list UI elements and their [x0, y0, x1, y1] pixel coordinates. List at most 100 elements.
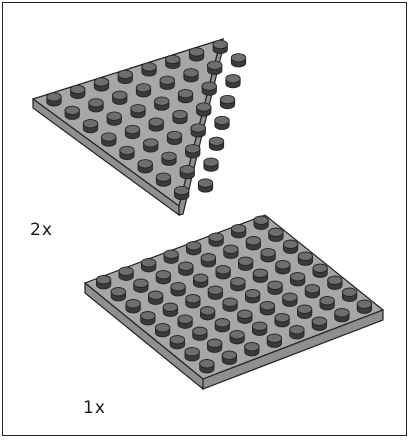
- stud: [167, 131, 181, 144]
- stud: [156, 271, 170, 284]
- stud: [89, 99, 103, 112]
- stud: [186, 242, 200, 255]
- stud: [245, 290, 259, 303]
- stud: [184, 69, 198, 82]
- stud: [260, 302, 274, 315]
- stud: [193, 327, 207, 340]
- stud: [204, 158, 218, 171]
- stud: [253, 269, 267, 282]
- stud: [208, 286, 222, 299]
- stud: [222, 351, 236, 364]
- stud: [320, 297, 334, 310]
- stud: [186, 145, 200, 158]
- stud: [312, 317, 326, 330]
- stud: [283, 293, 297, 306]
- stud: [342, 288, 356, 301]
- stud: [305, 285, 319, 298]
- stud: [267, 334, 281, 347]
- stud: [102, 133, 116, 146]
- stud: [200, 360, 214, 373]
- stud: [186, 295, 200, 308]
- stud: [298, 252, 312, 265]
- stud: [155, 324, 169, 337]
- stud: [131, 104, 145, 117]
- stud: [113, 91, 127, 104]
- stud: [226, 74, 240, 87]
- stud: [269, 228, 283, 241]
- stud: [261, 249, 275, 262]
- stud: [189, 48, 203, 61]
- square-plate-quantity: 1x: [83, 398, 106, 418]
- stud: [238, 257, 252, 270]
- stud: [149, 118, 163, 131]
- stud: [201, 254, 215, 267]
- stud: [245, 343, 259, 356]
- stud: [185, 348, 199, 361]
- stud: [155, 97, 169, 110]
- stud: [231, 278, 245, 291]
- stud: [213, 40, 227, 53]
- wedge-plate-quantity: 2x: [30, 220, 53, 240]
- stud: [180, 165, 194, 178]
- stud: [141, 312, 155, 325]
- stud: [238, 310, 252, 323]
- wedge-plate-part: [33, 39, 246, 215]
- stud: [313, 264, 327, 277]
- stud: [71, 85, 85, 98]
- stud: [193, 274, 207, 287]
- stud: [136, 84, 150, 97]
- stud: [164, 250, 178, 263]
- stud: [209, 233, 223, 246]
- stud: [173, 110, 187, 123]
- stud: [166, 55, 180, 68]
- stud: [209, 137, 223, 150]
- stud: [142, 63, 156, 76]
- stud: [224, 245, 238, 258]
- stud: [47, 93, 61, 106]
- stud: [200, 307, 214, 320]
- stud: [178, 89, 192, 102]
- stud: [357, 300, 371, 313]
- stud: [96, 276, 110, 289]
- stud: [148, 291, 162, 304]
- stud: [215, 319, 229, 332]
- stud: [160, 76, 174, 89]
- stud: [246, 237, 260, 250]
- stud: [202, 82, 216, 95]
- stud: [276, 261, 290, 274]
- stud: [231, 54, 245, 67]
- stud: [134, 279, 148, 292]
- stud: [163, 303, 177, 316]
- stud: [335, 309, 349, 322]
- stud: [275, 314, 289, 327]
- stud: [107, 112, 121, 125]
- stud: [268, 281, 282, 294]
- stud: [198, 179, 212, 192]
- stud: [179, 262, 193, 275]
- stud: [111, 288, 125, 301]
- stud: [207, 339, 221, 352]
- stud: [119, 267, 133, 280]
- stud: [328, 276, 342, 289]
- parts-illustration: [3, 3, 408, 437]
- stud: [144, 139, 158, 152]
- stud: [208, 61, 222, 74]
- stud: [197, 103, 211, 116]
- stud: [252, 322, 266, 335]
- stud: [223, 298, 237, 311]
- stud: [231, 225, 245, 238]
- stud: [120, 146, 134, 159]
- stud: [175, 186, 189, 199]
- stud: [215, 116, 229, 129]
- stud: [126, 300, 140, 313]
- stud: [216, 266, 230, 279]
- stud: [138, 160, 152, 173]
- stud: [230, 331, 244, 344]
- stud: [94, 78, 108, 91]
- stud: [65, 106, 79, 119]
- stud: [220, 95, 234, 108]
- parts-callout-frame: 2x 1x: [2, 2, 407, 436]
- stud: [170, 336, 184, 349]
- square-plate-part: [85, 215, 383, 389]
- stud: [162, 152, 176, 165]
